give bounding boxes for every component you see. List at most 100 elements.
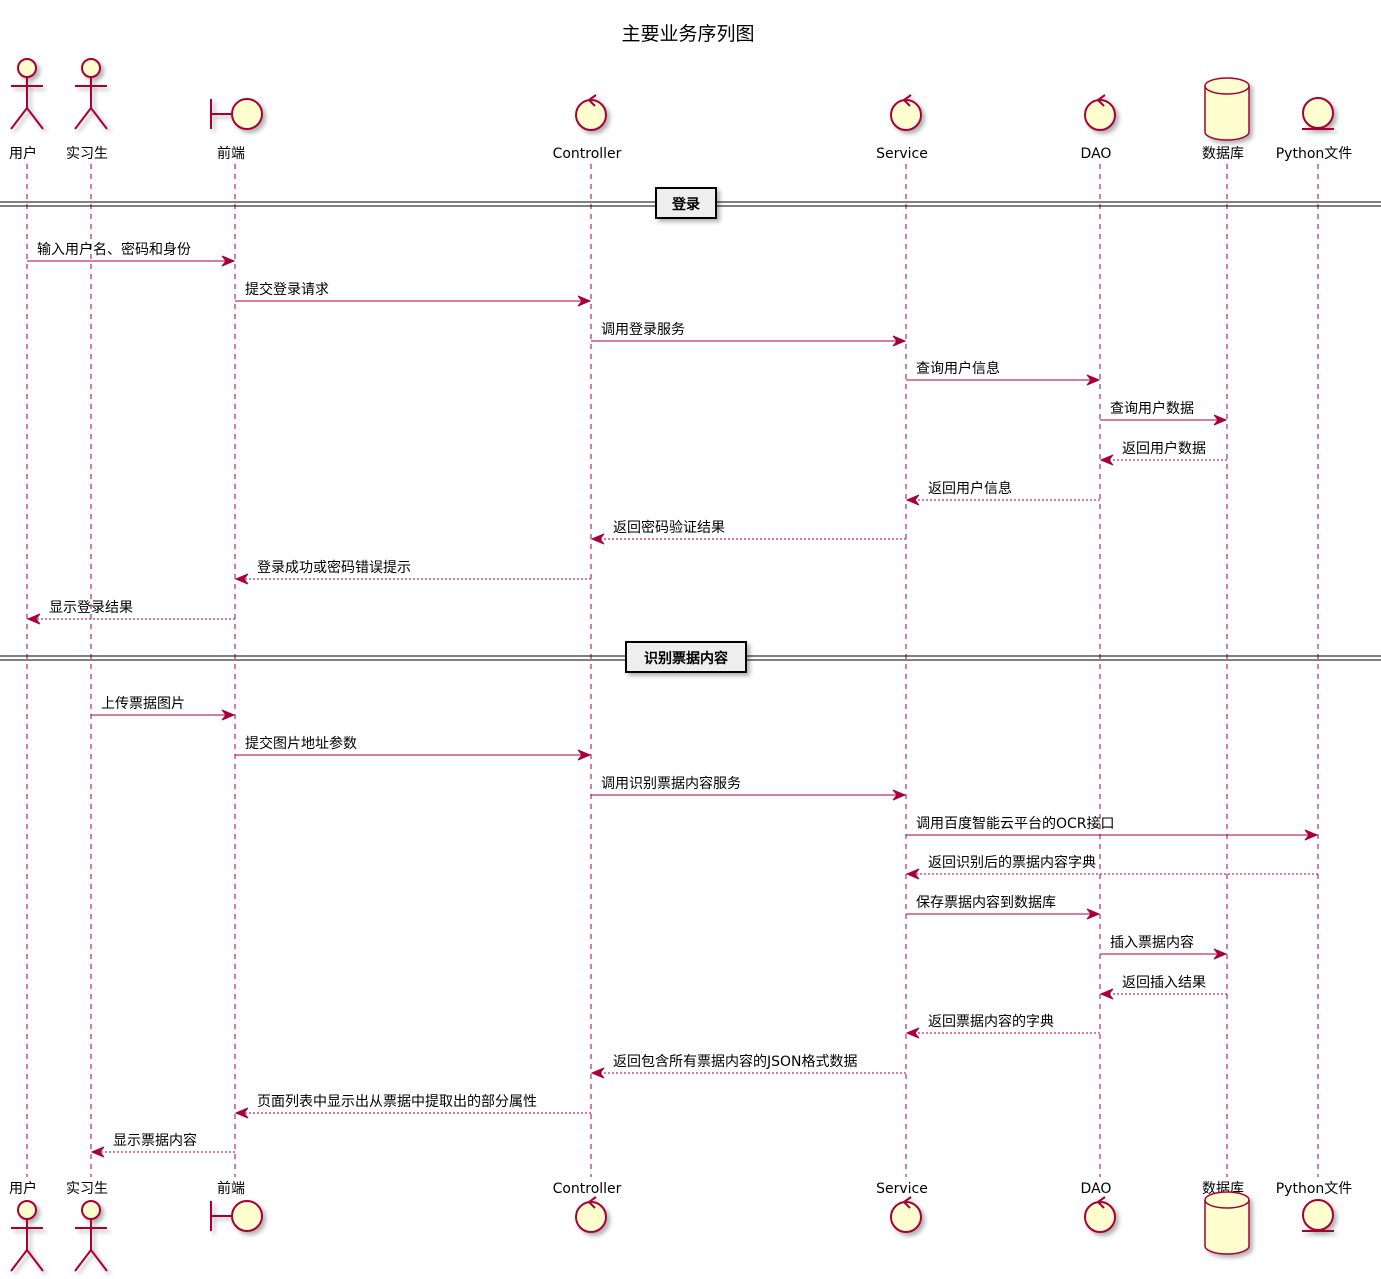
participant-label: 实习生 xyxy=(66,1181,108,1197)
participant-label: 用户 xyxy=(9,1180,37,1197)
participant-db-top[interactable] xyxy=(1204,77,1250,141)
participant-label: 数据库 xyxy=(1202,146,1244,162)
participant-controller-top[interactable] xyxy=(575,94,607,131)
participant-label: DAO xyxy=(1081,146,1112,162)
message-label: 返回包含所有票据内容的JSON格式数据 xyxy=(613,1053,858,1070)
participant-user-top[interactable] xyxy=(10,58,44,130)
boundary-icon xyxy=(210,1200,263,1232)
message-arrow: 查询用户信息 xyxy=(906,360,1101,386)
message-label: 输入用户名、密码和身份 xyxy=(37,241,191,258)
control-icon xyxy=(575,94,607,131)
message-label: 显示登录结果 xyxy=(49,600,133,616)
actor-icon xyxy=(10,1200,44,1272)
message-label: 返回用户数据 xyxy=(1122,440,1206,457)
message-arrow: 登录成功或密码错误提示 xyxy=(234,559,591,585)
message-arrow: 上传票据图片 xyxy=(91,696,236,721)
participant-label: Service xyxy=(876,1181,928,1197)
participant-label: Service xyxy=(876,146,928,162)
message-arrow: 返回用户信息 xyxy=(905,480,1100,506)
actor-icon xyxy=(74,58,108,130)
entity-icon xyxy=(1302,97,1334,130)
participant-label: 用户 xyxy=(9,145,37,162)
participant-frontend-bottom[interactable] xyxy=(210,1200,263,1232)
section-title: 识别票据内容 xyxy=(644,650,728,667)
message-arrow: 调用识别票据内容服务 xyxy=(591,775,907,801)
message-arrow: 调用百度智能云平台的OCR接口 xyxy=(906,815,1319,841)
boundary-icon xyxy=(210,98,263,130)
message-arrow: 显示票据内容 xyxy=(90,1132,235,1158)
participant-python-top[interactable] xyxy=(1302,97,1334,130)
message-label: 返回用户信息 xyxy=(928,480,1012,497)
participant-frontend-top[interactable] xyxy=(210,98,263,130)
message-arrow: 返回识别后的票据内容字典 xyxy=(905,854,1318,880)
message-arrow: 显示登录结果 xyxy=(26,600,235,625)
participant-service-bottom[interactable] xyxy=(890,1196,922,1233)
messages: 输入用户名、密码和身份提交登录请求调用登录服务查询用户信息查询用户数据返回用户数… xyxy=(26,241,1319,1158)
message-arrow: 输入用户名、密码和身份 xyxy=(27,241,236,267)
control-icon xyxy=(890,94,922,131)
message-arrow: 提交登录请求 xyxy=(235,281,592,307)
participants-top: 用户 实习生 前端 Controller Service DAO 数据库 Python文件 xyxy=(9,58,1353,162)
message-label: 调用识别票据内容服务 xyxy=(601,775,741,792)
participant-dao-bottom[interactable] xyxy=(1084,1196,1116,1233)
message-arrow: 返回密码验证结果 xyxy=(590,519,906,545)
participant-python-bottom[interactable] xyxy=(1302,1199,1334,1232)
database-icon xyxy=(1204,77,1250,141)
participant-intern-bottom[interactable] xyxy=(74,1200,108,1272)
message-label: 调用登录服务 xyxy=(601,322,685,338)
participant-dao-top[interactable] xyxy=(1084,94,1116,131)
message-label: 显示票据内容 xyxy=(113,1132,197,1149)
message-arrow: 查询用户数据 xyxy=(1100,400,1228,426)
participant-service-top[interactable] xyxy=(890,94,922,131)
message-label: 返回密码验证结果 xyxy=(613,519,725,536)
participant-label: Controller xyxy=(553,146,622,162)
message-arrow: 返回用户数据 xyxy=(1099,440,1227,466)
section-divider: 识别票据内容 xyxy=(0,641,1381,673)
message-arrow: 提交图片地址参数 xyxy=(235,735,592,761)
message-label: 返回识别后的票据内容字典 xyxy=(928,854,1096,871)
participant-label: Python文件 xyxy=(1276,146,1353,162)
message-label: 保存票据内容到数据库 xyxy=(916,894,1056,911)
participant-user-bottom[interactable] xyxy=(10,1200,44,1272)
message-label: 返回插入结果 xyxy=(1122,975,1206,991)
participant-label: 前端 xyxy=(217,1180,245,1197)
message-arrow: 保存票据内容到数据库 xyxy=(906,894,1101,920)
message-label: 提交图片地址参数 xyxy=(245,735,357,752)
control-icon xyxy=(890,1196,922,1233)
message-arrow: 返回票据内容的字典 xyxy=(905,1013,1100,1039)
participant-controller-bottom[interactable] xyxy=(575,1196,607,1233)
actor-icon xyxy=(74,1200,108,1272)
control-icon xyxy=(1084,94,1116,131)
participant-label: Controller xyxy=(553,1181,622,1197)
message-label: 返回票据内容的字典 xyxy=(928,1013,1054,1030)
participant-label: 实习生 xyxy=(66,146,108,162)
control-icon xyxy=(575,1196,607,1233)
message-arrow: 页面列表中显示出从票据中提取出的部分属性 xyxy=(234,1094,591,1119)
message-label: 插入票据内容 xyxy=(1110,934,1194,951)
message-label: 调用百度智能云平台的OCR接口 xyxy=(916,815,1115,832)
actor-icon xyxy=(10,58,44,130)
message-label: 提交登录请求 xyxy=(245,281,329,298)
message-label: 登录成功或密码错误提示 xyxy=(257,559,411,576)
entity-icon xyxy=(1302,1199,1334,1232)
message-arrow: 调用登录服务 xyxy=(591,322,907,347)
message-label: 查询用户信息 xyxy=(916,360,1000,377)
section-divider: 登录 xyxy=(0,187,1381,219)
lifelines xyxy=(26,164,1319,1177)
participant-label: Python文件 xyxy=(1276,1181,1353,1197)
message-label: 上传票据图片 xyxy=(101,696,185,712)
message-arrow: 插入票据内容 xyxy=(1100,934,1228,960)
participant-label: DAO xyxy=(1081,1181,1112,1197)
diagram-title: 主要业务序列图 xyxy=(621,23,754,45)
section-title: 登录 xyxy=(671,196,700,213)
participant-label: 前端 xyxy=(217,145,245,162)
control-icon xyxy=(1084,1196,1116,1233)
participant-intern-top[interactable] xyxy=(74,58,108,130)
message-label: 查询用户数据 xyxy=(1110,400,1194,417)
message-arrow: 返回插入结果 xyxy=(1099,975,1227,1000)
database-icon xyxy=(1204,1191,1250,1255)
participant-db-bottom[interactable] xyxy=(1204,1191,1250,1255)
